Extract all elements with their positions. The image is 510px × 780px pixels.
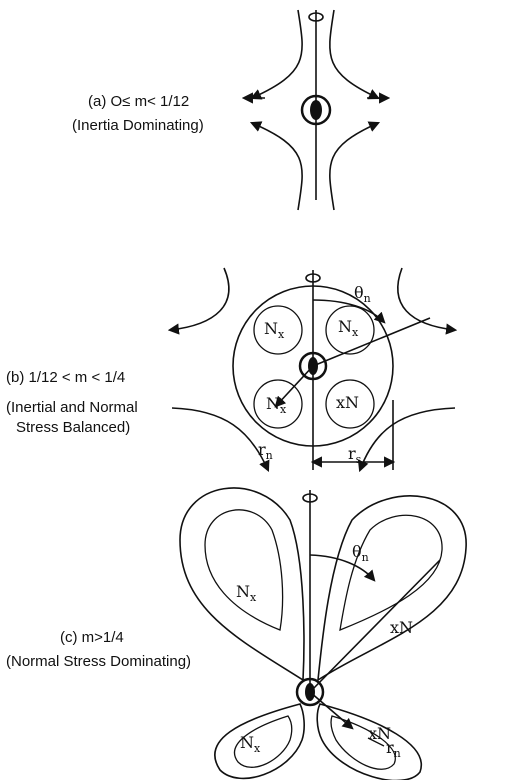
- streamline-a-top-right: [330, 10, 378, 98]
- panel-a-description: (Inertia Dominating): [72, 117, 204, 135]
- rs-label-b: rs: [348, 444, 361, 463]
- theta-n-label-c: θn: [352, 542, 369, 561]
- theta-line-c: [310, 560, 440, 692]
- streamline-b-upper-right: [398, 268, 455, 330]
- vortex-label-b-top-right: Nx: [338, 317, 358, 336]
- sphere-a-core: [310, 100, 322, 120]
- panel-b-description: (Inertial and Normal: [6, 399, 138, 417]
- panel-c-diagram: [180, 488, 466, 780]
- streamline-a-bottom-left: [252, 123, 302, 210]
- streamline-b-upper-left: [170, 268, 229, 330]
- lobe-label-c-upper-right: xN: [390, 618, 413, 637]
- vortex-label-b-top-left: Nx: [264, 319, 284, 338]
- streamline-a-top: [252, 10, 302, 98]
- vortex-label-b-bottom-right: xN: [336, 393, 359, 412]
- panel-b-description-2: Stress Balanced): [16, 419, 130, 437]
- rn-label-c: rn: [386, 738, 401, 757]
- streamline-b-lower-left: [172, 408, 268, 470]
- panel-b-condition: (b) 1/12 < m < 1/4: [6, 369, 125, 387]
- theta-n-label-b: θn: [354, 283, 371, 302]
- panel-a-diagram: [244, 10, 388, 210]
- vortex-label-b-bottom-left: Nx: [266, 394, 286, 413]
- streamline-a-bottom-right: [330, 123, 378, 210]
- lobe-label-c-lower-left: Nx: [240, 733, 260, 752]
- lobe-c-upper-right-outer: [318, 496, 466, 680]
- panel-c-condition: (c) m>1/4: [60, 629, 124, 647]
- panel-c-description: (Normal Stress Dominating): [6, 653, 191, 671]
- lobe-label-c-upper-left: Nx: [236, 582, 256, 601]
- sphere-c-core: [305, 683, 315, 701]
- rn-label-b: rn: [258, 440, 273, 459]
- panel-b-diagram: [170, 268, 455, 470]
- theta-line-b: [313, 318, 430, 366]
- lobe-c-upper-left-inner: [205, 510, 283, 630]
- panel-a-condition: (a) O≤ m< 1/12: [88, 93, 189, 111]
